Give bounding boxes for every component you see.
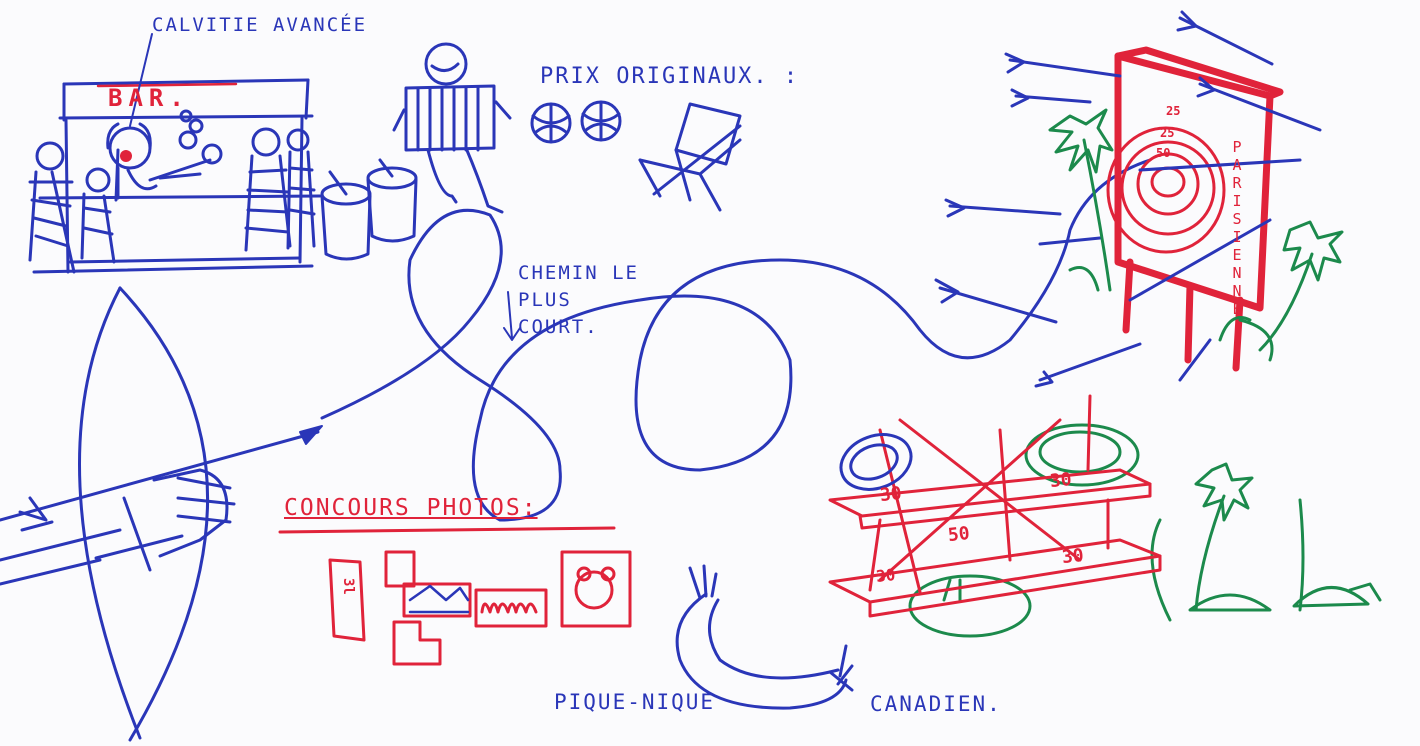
pique-nique-label: PIQUE-NIQUE bbox=[554, 690, 715, 714]
ring-score: 30 bbox=[1049, 469, 1073, 492]
prize-balls bbox=[532, 102, 620, 142]
chemin-label: CHEMIN LE PLUS COURT. bbox=[518, 260, 639, 341]
ring-score: 30 bbox=[879, 483, 903, 506]
accordion-player bbox=[394, 44, 510, 212]
calvitie-pointer bbox=[130, 34, 152, 126]
drums bbox=[322, 160, 416, 259]
concours-underline bbox=[280, 528, 614, 532]
chemin-line-1: CHEMIN LE bbox=[518, 260, 639, 287]
target-score: 25 bbox=[1160, 126, 1174, 140]
bar-sign-label: BAR. bbox=[108, 84, 190, 112]
bartender-nose bbox=[120, 150, 132, 162]
ring-score: 30 bbox=[875, 565, 896, 586]
bow-and-arrow bbox=[0, 288, 318, 740]
prize-folding-chair bbox=[640, 104, 740, 210]
chemin-line-3: COURT. bbox=[518, 314, 639, 341]
thrown-rings bbox=[833, 425, 918, 498]
photo-landscape-sketch bbox=[410, 586, 468, 612]
banana-picnic bbox=[677, 566, 852, 708]
bar-customers bbox=[30, 129, 314, 272]
ring-score: 30 bbox=[1061, 545, 1085, 568]
chemin-line-2: PLUS bbox=[518, 287, 639, 314]
canadien-label: CANADIEN. bbox=[870, 692, 1002, 716]
photo-entries bbox=[330, 552, 630, 664]
photo-mark: 3l bbox=[340, 578, 356, 595]
ring-score: 50 bbox=[947, 523, 971, 546]
archery-target bbox=[1118, 50, 1280, 368]
bow-arrowhead bbox=[300, 426, 322, 444]
prix-originaux-label: PRIX ORIGINAUX. : bbox=[540, 64, 799, 89]
concours-photos-label: CONCOURS PHOTOS: bbox=[284, 495, 538, 521]
target-score: 50 bbox=[1156, 146, 1170, 160]
winding-path bbox=[322, 160, 1150, 520]
calvitie-label: CALVITIE AVANCÉE bbox=[152, 14, 367, 36]
target-score: 25 bbox=[1166, 104, 1180, 118]
target-sign-label: PARISIENNE bbox=[1228, 138, 1246, 318]
